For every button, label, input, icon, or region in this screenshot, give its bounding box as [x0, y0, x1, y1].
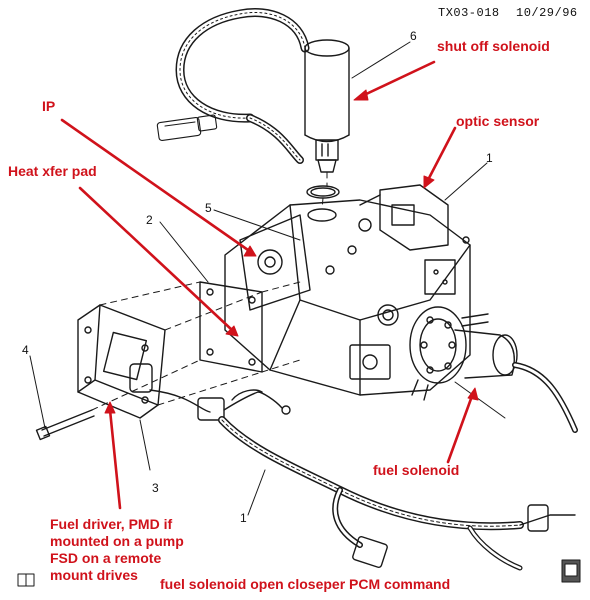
part-number-3: 3 [152, 481, 159, 495]
label-optic-sensor: optic sensor [456, 113, 540, 129]
alignment-lines [91, 171, 328, 411]
fuel-solenoid [409, 306, 578, 433]
wiring-harness [149, 389, 576, 571]
book-icon [17, 573, 35, 587]
part-number-2: 2 [146, 213, 153, 227]
bolt [35, 409, 95, 441]
label-ip: IP [42, 98, 56, 114]
part-number-1-top: 1 [486, 151, 493, 165]
coiled-harness [156, 8, 310, 164]
label-fuel-driver: Fuel driver, PMD if mounted on a pump FS… [50, 516, 184, 583]
drawing-date: 10/29/96 [516, 6, 578, 20]
part-number-5: 5 [205, 201, 212, 215]
fuel-driver-module [77, 304, 166, 419]
pump-body [224, 184, 471, 396]
label-shut-off-solenoid: shut off solenoid [437, 38, 550, 54]
part-leader-lines [29, 41, 506, 516]
label-heat-xfer-pad: Heat xfer pad [8, 163, 97, 179]
shut-off-solenoid [304, 39, 350, 173]
caption-pcm-command: fuel solenoid open closeper PCM command [160, 576, 451, 592]
drawing-code: TX03-018 [438, 6, 500, 20]
part-number-4: 4 [22, 343, 29, 357]
part-number-1-bottom: 1 [240, 511, 247, 525]
page-corner-icon [561, 559, 581, 583]
label-fuel-solenoid: fuel solenoid [373, 462, 460, 478]
annotation-arrows [60, 60, 479, 510]
part-number-6: 6 [410, 29, 417, 43]
